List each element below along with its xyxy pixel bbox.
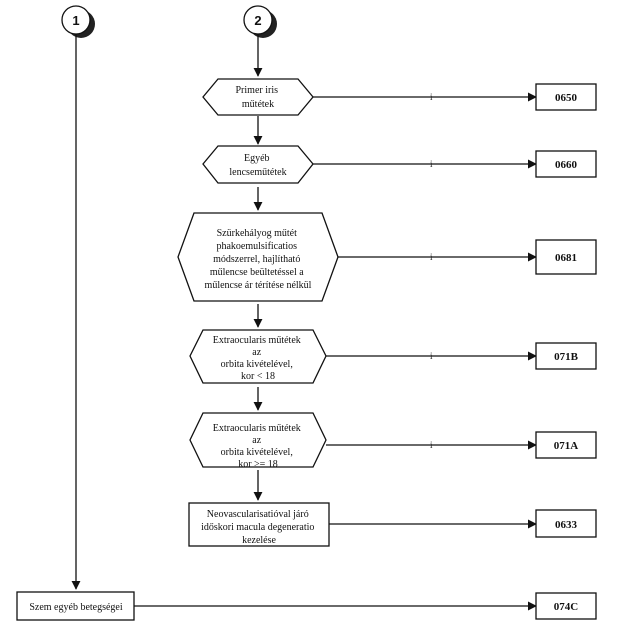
edge-label: i [430, 92, 433, 102]
code-box-071B: 071B [535, 342, 597, 370]
code-label: 071B [554, 351, 579, 363]
node-line: kezelése [242, 535, 276, 546]
node-line: módszerrel, hajlítható [213, 254, 300, 265]
edge-label: i [430, 440, 433, 450]
node-szurkehalyog: Szürkehályog műtét phakoemulsificatios m… [177, 212, 339, 302]
svg-text:Szürkehályog műtét phako: Szürkehályog műtét phakoemulsificatios m… [205, 228, 312, 291]
node-line: műlencse beültetéssel a [210, 267, 304, 278]
svg-text:Primer iris műtétek: Primer iris műtétek [236, 85, 281, 110]
node-line: orbita kivételével, [221, 359, 293, 370]
code-box-0650: 0650 [535, 83, 597, 111]
connector-1: 1 [61, 5, 95, 38]
node-line: Primer iris [236, 85, 279, 96]
edge-label: i [430, 159, 433, 169]
node-primer-iris: Primer iris műtétek [202, 78, 314, 116]
code-label: 0660 [555, 159, 578, 171]
node-line: orbita kivételével, [221, 447, 293, 458]
code-label: 074C [554, 601, 579, 613]
horizontal-flow [134, 92, 537, 611]
connector-2: 2 [243, 5, 277, 38]
node-line: kor >= 18 [238, 459, 278, 470]
code-box-074C: 074C [535, 592, 597, 620]
node-line: Extraocularis műtétek [213, 335, 301, 346]
svg-text:Egyéb lencseműtétek: Egyéb lencseműtétek [229, 153, 286, 178]
node-extraocularis-under-18: Extraocularis műtétek az orbita kivételé… [189, 329, 327, 384]
svg-text:Extraocularis műtétek az: Extraocularis műtétek az orbita kivételé… [213, 423, 304, 470]
node-neovascularisatio: Neovascularisatióval járó időskori macul… [188, 502, 330, 547]
code-label: 0681 [555, 252, 577, 264]
connector-2-label: 2 [254, 13, 261, 28]
edge-label: i [430, 252, 433, 262]
node-line: kor < 18 [241, 371, 275, 382]
svg-text:Neovascularisatióval járó: Neovascularisatióval járó időskori macul… [201, 509, 317, 546]
code-box-0633: 0633 [535, 509, 597, 538]
node-line: időskori macula degeneratio [201, 522, 314, 533]
code-label: 071A [554, 440, 579, 452]
node-line: lencseműtétek [229, 167, 286, 178]
node-line: Szem egyéb betegségei [29, 602, 123, 613]
node-line: műtétek [242, 99, 274, 110]
node-line: Extraocularis műtétek [213, 423, 301, 434]
vertical-flow [71, 34, 263, 590]
code-label: 0650 [555, 92, 578, 104]
connector-1-label: 1 [72, 13, 79, 28]
node-line: Egyéb [244, 153, 270, 164]
code-box-071A: 071A [535, 431, 597, 459]
svg-text:Extraocularis műtétek az: Extraocularis műtétek az orbita kivételé… [213, 335, 304, 382]
code-label: 0633 [555, 519, 578, 531]
node-szem-egyeb: Szem egyéb betegségei [16, 591, 135, 621]
node-line: műlencse ár térítése nélkül [205, 280, 312, 291]
node-line: phakoemulsificatios [216, 241, 297, 252]
node-line: az [252, 435, 261, 446]
node-egyeb-lencse: Egyéb lencseműtétek [202, 145, 314, 184]
node-line: Neovascularisatióval járó [207, 509, 309, 520]
code-box-0681: 0681 [535, 239, 597, 275]
code-box-0660: 0660 [535, 150, 597, 178]
node-line: Szürkehályog műtét [217, 228, 297, 239]
edge-label: i [430, 351, 433, 361]
node-extraocularis-over-18: Extraocularis műtétek az orbita kivételé… [189, 412, 327, 470]
node-line: az [252, 347, 261, 358]
edge-labels: i i i i i [430, 92, 433, 450]
